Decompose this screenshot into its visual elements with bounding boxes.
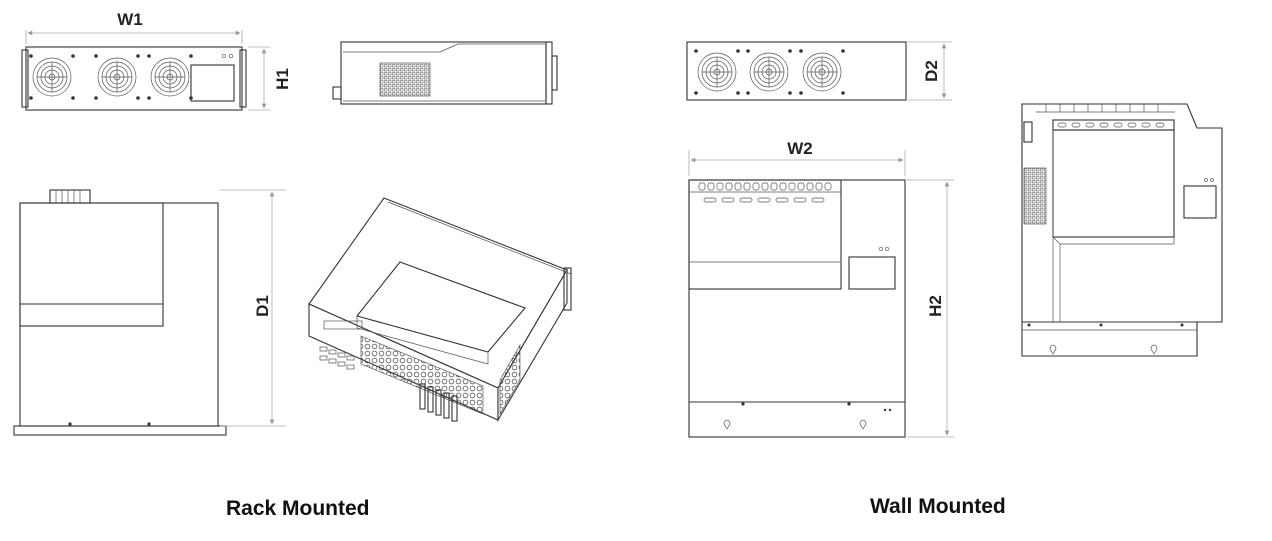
rack-isometric-view (308, 197, 572, 423)
rack-mounted-caption: Rack Mounted (226, 497, 370, 520)
fan-icon (745, 48, 793, 96)
dimension-d2: D2 (908, 41, 952, 101)
wall-front-view (688, 179, 906, 438)
rack-side-view (332, 41, 558, 105)
dimension-d1: D1 (220, 189, 286, 427)
rack-front-view (21, 46, 247, 111)
dimension-h2: H2 (907, 179, 954, 438)
label-w1: W1 (117, 10, 143, 29)
wall-isometric-view (1021, 103, 1223, 357)
label-w2: W2 (787, 139, 813, 158)
wall-top-view (686, 41, 907, 101)
fan-icon (93, 53, 141, 101)
fan-icon (798, 48, 846, 96)
dimension-w2: W2 (688, 139, 906, 176)
label-d2: D2 (922, 60, 941, 82)
label-h1: H1 (273, 68, 292, 90)
rack-top-view (13, 189, 227, 436)
fan-icon (146, 53, 194, 101)
fan-icon (693, 48, 741, 96)
wall-mounted-caption: Wall Mounted (870, 495, 1006, 518)
label-h2: H2 (926, 295, 945, 317)
dimension-h1: H1 (248, 46, 292, 111)
label-d1: D1 (253, 295, 272, 317)
fan-icon (28, 53, 76, 101)
dimension-w1: W1 (25, 10, 243, 44)
